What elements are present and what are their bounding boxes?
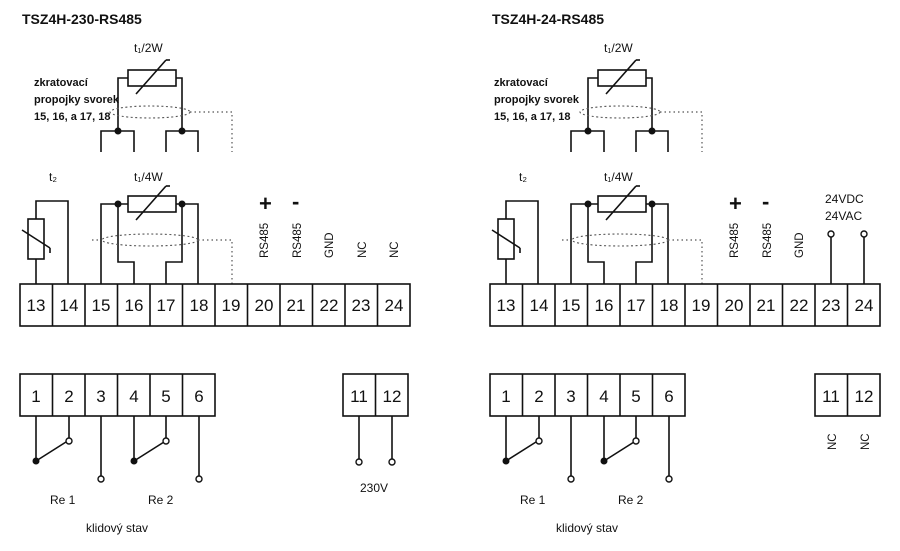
terminal-17: 17 [627, 296, 646, 315]
terminal-15: 15 [562, 296, 581, 315]
rs485-minus-sign: - [292, 189, 299, 214]
supply-terminals [827, 230, 868, 284]
sensor-4w-label: t₁/4W [134, 170, 163, 184]
relay-terminal-strip [489, 373, 686, 417]
relay-1-label: Re 1 [50, 493, 76, 507]
terminal-18: 18 [190, 296, 209, 315]
rs485-plus-sign: + [729, 191, 742, 216]
power-terminal-strip [814, 373, 881, 417]
power-terminal-strip [342, 373, 409, 466]
note-line-1: zkratovací [494, 77, 549, 89]
terminal-24: 24 [385, 296, 404, 315]
terminal-23: 23 [822, 296, 841, 315]
supply-dc-label: 24VDC [825, 192, 864, 206]
terminal-2: 2 [534, 387, 543, 406]
sensor-4w-label: t₁/4W [604, 170, 633, 184]
terminal-6: 6 [194, 387, 203, 406]
terminal-17: 17 [157, 296, 176, 315]
relay-2-label: Re 2 [148, 493, 174, 507]
relay-1-label: Re 1 [520, 493, 546, 507]
label-terminal-22: GND [794, 232, 806, 258]
terminal-18: 18 [660, 296, 679, 315]
terminal-16: 16 [125, 296, 144, 315]
terminal-6: 6 [664, 387, 673, 406]
relay-2-label: Re 2 [618, 493, 644, 507]
note-line-1: zkratovací [34, 77, 89, 89]
terminal-12: 12 [383, 387, 402, 406]
label-terminal-24: NC [389, 241, 401, 258]
note-line-3: 15, 16, a 17, 18 [34, 111, 110, 123]
state-label: klidový stav [556, 521, 618, 535]
terminal-13: 13 [27, 296, 46, 315]
terminal-5: 5 [161, 387, 170, 406]
terminal-19: 19 [692, 296, 711, 315]
terminal-1: 1 [31, 387, 40, 406]
note-line-2: propojky svorek [494, 94, 580, 106]
terminal-1: 1 [501, 387, 510, 406]
sensor-2w-label: t₁/2W [604, 41, 633, 55]
terminal-14: 14 [60, 296, 79, 315]
terminal-23: 23 [352, 296, 371, 315]
terminal-22: 22 [320, 296, 339, 315]
terminal-5: 5 [631, 387, 640, 406]
terminal-21: 21 [287, 296, 306, 315]
terminal-16: 16 [595, 296, 614, 315]
sensor-t2-label: t₂ [49, 170, 57, 184]
relay-1-contact [502, 416, 575, 483]
label-terminal-11: NC [827, 433, 839, 450]
label-terminal-20: RS485 [729, 223, 741, 258]
state-label: klidový stav [86, 521, 148, 535]
rs485-plus-sign: + [259, 191, 272, 216]
terminal-12: 12 [855, 387, 874, 406]
terminal-19: 19 [222, 296, 241, 315]
upper-terminal-strip [489, 283, 881, 327]
sensor-2w-resistor [100, 59, 233, 152]
terminal-15: 15 [92, 296, 111, 315]
label-terminal-22: GND [324, 232, 336, 258]
terminal-13: 13 [497, 296, 516, 315]
power-voltage-label: 230V [360, 481, 388, 495]
diagram-tsz4h-24: TSZ4H-24-RS485 zkratovací propojky svore… [489, 11, 881, 535]
sensor-t2-resistor [491, 200, 539, 284]
terminal-3: 3 [96, 387, 105, 406]
label-terminal-23: NC [357, 241, 369, 258]
note-line-2: propojky svorek [34, 94, 120, 106]
relay-2-contact [600, 416, 673, 483]
diagram-title: TSZ4H-24-RS485 [492, 11, 604, 27]
terminal-14: 14 [530, 296, 549, 315]
sensor-4w-resistor [562, 185, 703, 284]
terminal-20: 20 [255, 296, 274, 315]
upper-terminal-strip [19, 283, 411, 327]
relay-1-contact [32, 416, 105, 483]
terminal-11: 11 [822, 387, 840, 406]
label-terminal-12: NC [860, 433, 872, 450]
terminal-2: 2 [64, 387, 73, 406]
sensor-t2-label: t₂ [519, 170, 527, 184]
terminal-4: 4 [129, 387, 138, 406]
terminal-21: 21 [757, 296, 776, 315]
label-terminal-20: RS485 [259, 223, 271, 258]
rs485-minus-sign: - [762, 189, 769, 214]
note-line-3: 15, 16, a 17, 18 [494, 111, 570, 123]
terminal-24: 24 [855, 296, 874, 315]
sensor-4w-resistor [92, 185, 233, 284]
terminal-20: 20 [725, 296, 744, 315]
terminal-22: 22 [790, 296, 809, 315]
diagram-title: TSZ4H-230-RS485 [22, 11, 142, 27]
terminal-3: 3 [566, 387, 575, 406]
sensor-2w-label: t₁/2W [134, 41, 163, 55]
supply-ac-label: 24VAC [825, 209, 862, 223]
terminal-11: 11 [350, 387, 368, 406]
terminal-4: 4 [599, 387, 608, 406]
label-terminal-21: RS485 [762, 223, 774, 258]
relay-terminal-strip [19, 373, 216, 417]
relay-2-contact [130, 416, 203, 483]
diagram-tsz4h-230: TSZ4H-230-RS485 zkratovací propojky svor… [19, 11, 411, 535]
sensor-2w-resistor [570, 59, 703, 152]
label-terminal-21: RS485 [292, 223, 304, 258]
sensor-t2-resistor [21, 200, 69, 284]
